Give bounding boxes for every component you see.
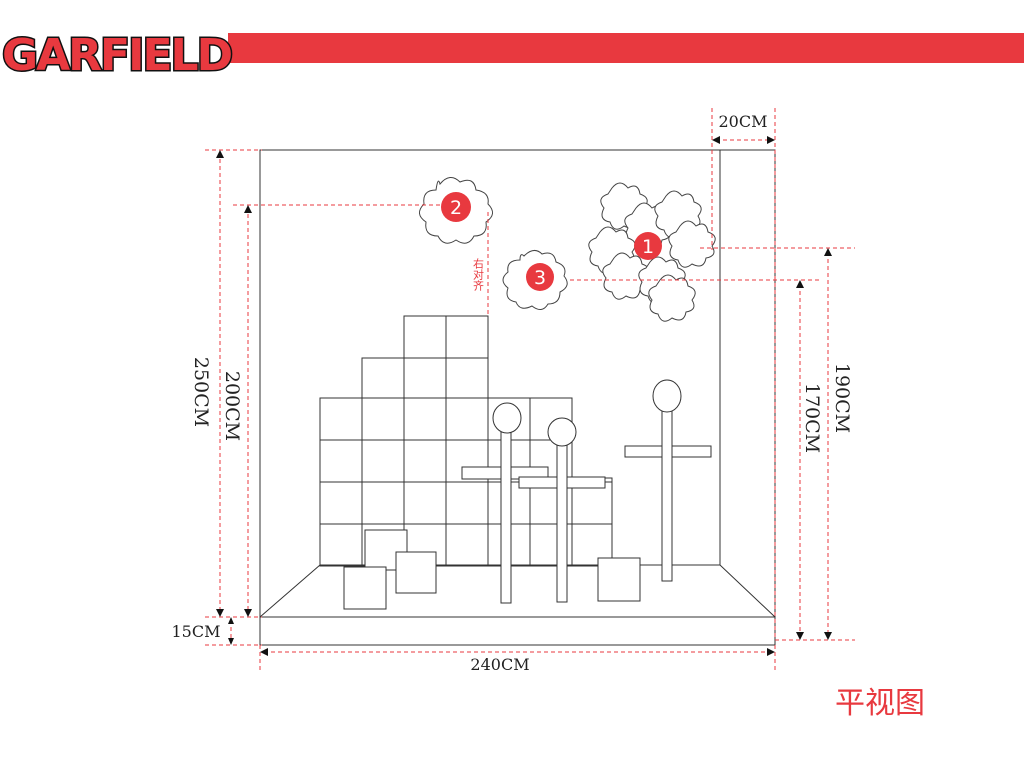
- dim-right-inner: 170CM: [801, 383, 823, 453]
- flower-marker-3: 3: [502, 250, 568, 310]
- dim-total-width: 240CM: [470, 655, 529, 674]
- dimension-arrows: [216, 136, 832, 656]
- dim-top-width: 20CM: [719, 112, 768, 131]
- dimension-guides: [205, 108, 855, 672]
- marker-3-label: 3: [534, 267, 546, 289]
- floor-cube-3: [395, 551, 437, 594]
- lollipop-stand-1: [461, 402, 549, 604]
- header-red-bar: [228, 33, 1024, 63]
- garfield-logo: GARFIELD: [2, 30, 232, 81]
- dim-inner-height: 200CM: [221, 371, 243, 441]
- marker-2-label: 2: [450, 197, 462, 219]
- marker-1-label: 1: [642, 236, 654, 258]
- dim-base-height: 15CM: [172, 622, 221, 641]
- floor-perspective: [259, 564, 776, 618]
- box-grid-stack: [319, 315, 613, 567]
- floor-cube-2: [343, 566, 387, 610]
- lollipop-stand-3: [624, 379, 712, 582]
- puzzle-flower-cluster-icon: 1: [588, 182, 716, 322]
- dim-total-height: 250CM: [190, 357, 212, 427]
- flower-marker-2: 2: [419, 177, 493, 244]
- view-title: 平视图: [835, 686, 925, 721]
- note-align-right: 右对齐: [472, 257, 485, 292]
- floor-cube-4: [597, 557, 641, 602]
- dim-right-outer: 190CM: [831, 363, 853, 433]
- lollipop-stand-2: [518, 417, 606, 603]
